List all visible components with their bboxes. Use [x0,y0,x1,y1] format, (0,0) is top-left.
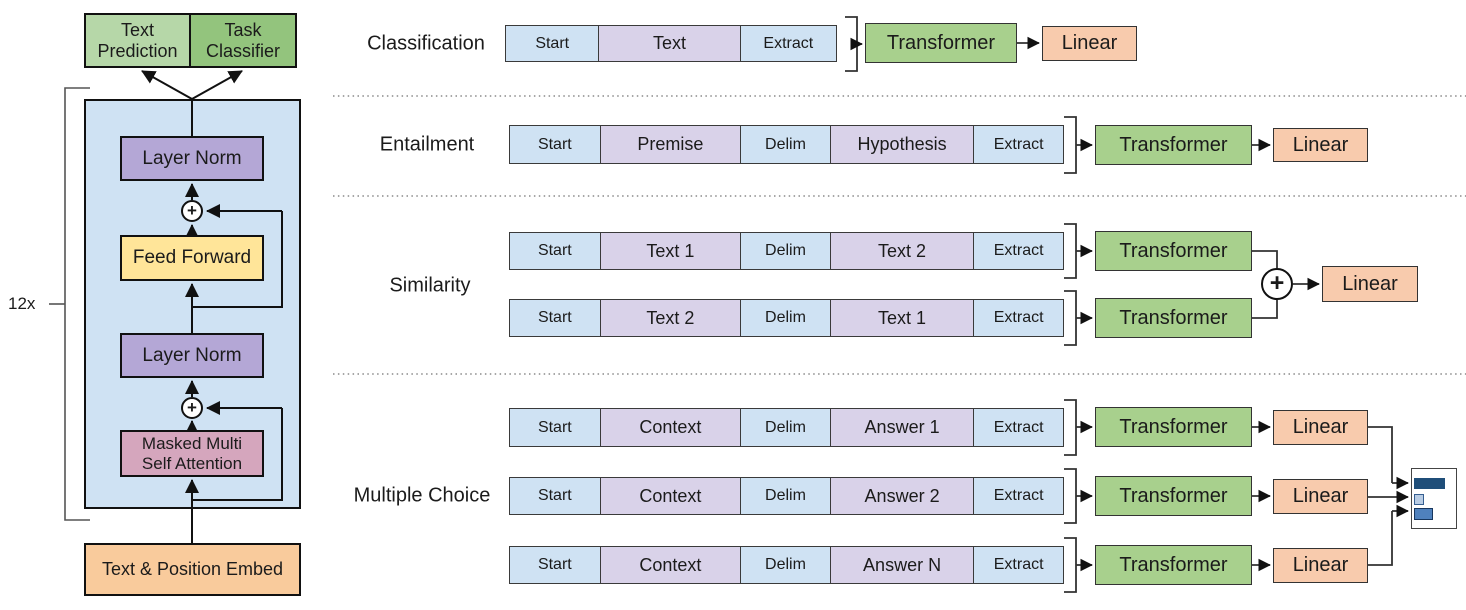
transformer-box: Transformer [865,23,1017,63]
transformer-box: Transformer [1095,545,1252,585]
masked-self-attention-block: Masked Multi Self Attention [120,430,264,477]
repeat-bracket [49,87,90,521]
bar-answer-2 [1414,494,1424,505]
token-context: Context [599,547,741,583]
transformer-box: Transformer [1095,125,1252,165]
repeat-12x-label: 12x [8,294,36,313]
token-start: Start [510,300,600,336]
task-label-entailment: Entailment [379,133,475,156]
token-start: Start [510,409,600,446]
classification-wires [845,16,1040,72]
layer-norm-bottom: Layer Norm [120,333,264,378]
transformer-box: Transformer [1095,407,1252,447]
token-extract: Extract [973,478,1063,514]
residual-sum-icon-top: + [181,200,203,222]
transformer-box: Transformer [1095,231,1252,271]
token-extract: Extract [973,300,1063,336]
residual-sum-icon-bottom: + [181,397,203,419]
token-text-2: Text 2 [829,233,974,269]
entailment-wires [1064,116,1271,174]
token-extract: Extract [973,547,1063,583]
token-text-1: Text 1 [829,300,974,336]
token-extract: Extract [739,26,836,61]
bar-answer-1 [1414,478,1445,489]
token-context: Context [599,478,741,514]
token-text-1: Text 1 [599,233,741,269]
token-strip: Start Context Delim Answer N Extract [509,546,1064,584]
multiple-choice-wires [1064,399,1409,593]
token-context: Context [599,409,741,446]
linear-box: Linear [1322,266,1418,302]
text-prediction-head: Text Prediction [84,13,191,68]
token-strip: Start Text Extract [505,25,837,62]
token-extract: Extract [973,233,1063,269]
text-position-embed-block: Text & Position Embed [84,543,301,596]
transformer-box: Transformer [1095,476,1252,516]
token-delim: Delim [740,547,830,583]
sum-icon: + [1261,268,1293,300]
task-label-multiple-choice: Multiple Choice [353,484,491,507]
token-start: Start [510,126,600,163]
token-hypothesis: Hypothesis [829,126,974,163]
token-answer-2: Answer 2 [829,478,974,514]
token-delim: Delim [740,478,830,514]
token-delim: Delim [740,233,830,269]
token-extract: Extract [973,126,1063,163]
token-answer-n: Answer N [829,547,974,583]
linear-box: Linear [1273,410,1368,445]
token-text-2: Text 2 [599,300,741,336]
token-start: Start [506,26,599,61]
linear-box: Linear [1042,26,1137,61]
linear-box: Linear [1273,548,1368,583]
task-label-classification: Classification [367,32,485,55]
feed-forward-block: Feed Forward [120,235,264,281]
layer-norm-top: Layer Norm [120,136,264,181]
token-extract: Extract [973,409,1063,446]
token-text: Text [598,26,740,61]
token-strip: Start Premise Delim Hypothesis Extract [509,125,1064,164]
token-premise: Premise [599,126,741,163]
token-strip: Start Text 2 Delim Text 1 Extract [509,299,1064,337]
token-delim: Delim [740,300,830,336]
transformer-box: Transformer [1095,298,1252,338]
bar-answer-n [1414,508,1433,520]
token-strip: Start Context Delim Answer 1 Extract [509,408,1064,447]
task-classifier-head: Task Classifier [189,13,297,68]
linear-box: Linear [1273,128,1368,162]
token-answer-1: Answer 1 [829,409,974,446]
probability-bars-icon [1411,468,1457,529]
token-start: Start [510,547,600,583]
similarity-wires [1064,223,1320,346]
token-delim: Delim [740,126,830,163]
token-delim: Delim [740,409,830,446]
token-start: Start [510,233,600,269]
token-start: Start [510,478,600,514]
token-strip: Start Context Delim Answer 2 Extract [509,477,1064,515]
token-strip: Start Text 1 Delim Text 2 Extract [509,232,1064,270]
task-label-similarity: Similarity [389,274,471,297]
linear-box: Linear [1273,479,1368,514]
left-diagram-wires [141,70,283,543]
